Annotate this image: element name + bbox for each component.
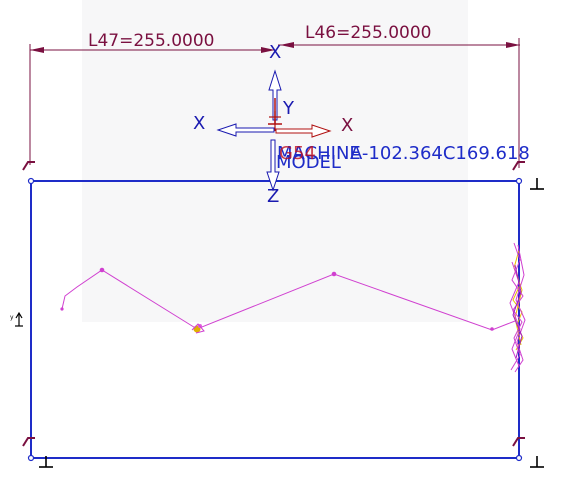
dimension-l46-arrow-right <box>506 42 520 48</box>
x-axis-left-arrow-icon <box>216 123 275 137</box>
vertex-top-left <box>27 177 35 185</box>
dimension-l47 <box>29 44 275 165</box>
toolpath-points <box>60 267 494 331</box>
toolpath-line[interactable] <box>61 269 516 331</box>
workpiece-outline[interactable] <box>30 180 520 459</box>
side-y-label: y <box>10 314 14 321</box>
coordinate-readout-position: A-102.364C169.618 <box>350 143 530 164</box>
corner-marker-br <box>512 437 525 447</box>
axis-x-label-right: X <box>341 115 353 136</box>
coordinate-readout-machine: MACHINE <box>277 143 361 164</box>
ground-marker-bl <box>39 456 53 468</box>
dimension-l47-label: L47=255.0000 <box>88 31 214 51</box>
ground-marker-br <box>530 456 544 468</box>
dimension-l47-arrow-left <box>30 47 44 53</box>
corner-marker-tl <box>22 161 35 171</box>
toolpath-cluster-right <box>509 242 526 373</box>
dimension-l46-arrow-left <box>280 42 294 48</box>
dimension-l47-arrow-right <box>261 47 275 53</box>
x-axis-right-arrow-icon <box>275 124 332 138</box>
toolpath[interactable] <box>60 242 526 373</box>
dimension-l46-label: L46=255.0000 <box>305 23 431 43</box>
top-x-marker: X <box>269 42 281 63</box>
toolpath-cluster-middle <box>191 323 205 334</box>
origin-icon <box>269 111 281 131</box>
coordinate-readout-model: MODEL <box>276 152 341 173</box>
vertex-bottom-left <box>27 454 35 462</box>
vertex-top-right <box>515 177 523 185</box>
axis-x-label-left: X <box>193 113 205 134</box>
axis-gizmo[interactable] <box>216 69 332 192</box>
axis-z-label: Z <box>267 186 279 207</box>
side-y-arrow-icon <box>15 311 23 327</box>
corner-marker-tr <box>512 161 525 171</box>
corner-marker-bl <box>22 437 35 447</box>
ground-markers <box>39 178 544 468</box>
ground-marker-tr <box>530 178 544 190</box>
axis-y-label: Y <box>282 98 295 119</box>
z-axis-arrow-icon <box>266 139 280 192</box>
corner-markers <box>22 161 525 447</box>
vertex-bottom-right <box>515 454 523 462</box>
dimension-l46 <box>278 38 520 168</box>
workpiece-vertices <box>27 177 523 462</box>
coordinate-readout-g54: G54 <box>279 143 316 164</box>
